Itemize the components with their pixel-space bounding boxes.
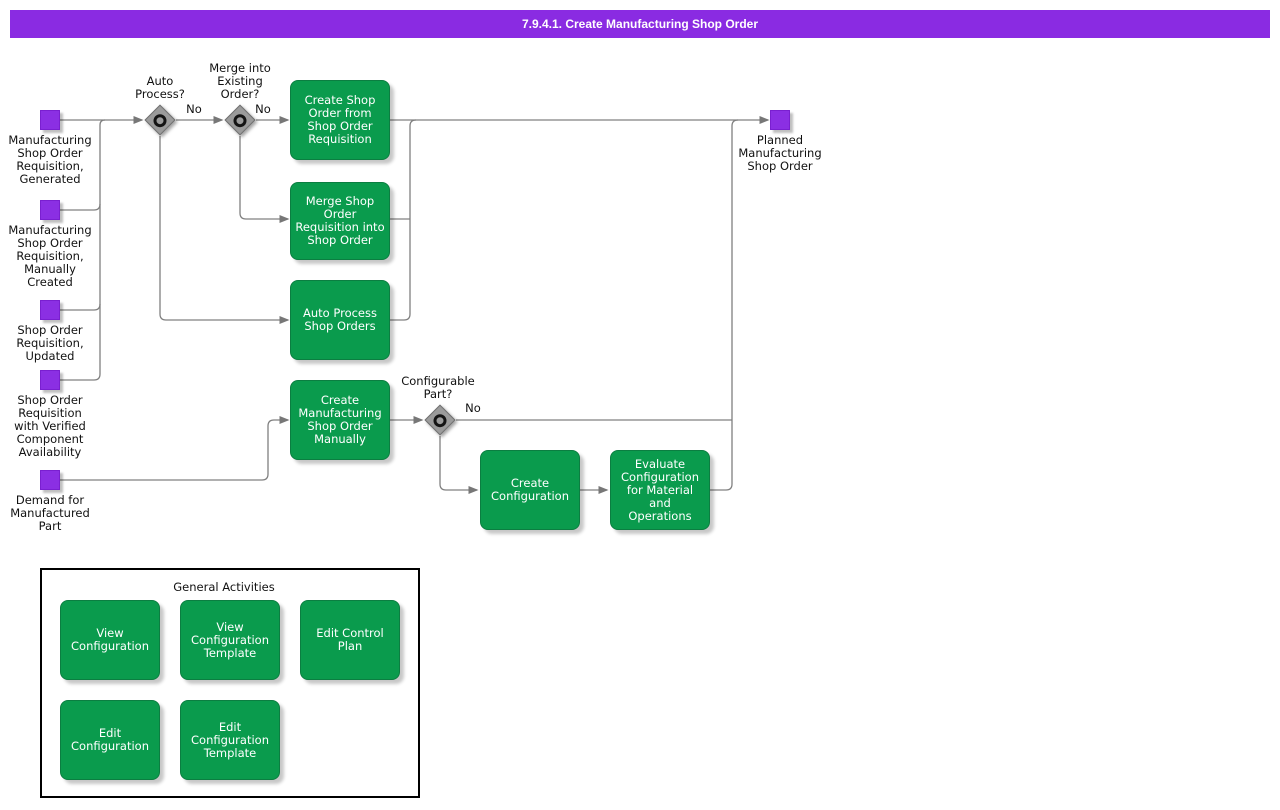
activity-label: Create Manufacturing Shop Order Manually — [298, 393, 382, 446]
connector-event2-join — [60, 203, 101, 211]
event-mfg-shop-order-requisition-generated-label: Manufacturing Shop Order Requisition, Ge… — [8, 133, 92, 186]
activity-create-configuration[interactable]: Create Configuration — [480, 450, 580, 530]
gateway-circle-icon — [150, 110, 170, 130]
gateway-merge-shape — [224, 104, 256, 136]
gateway-configurable-part-label: Configurable Part? — [401, 374, 475, 401]
activity-view-configuration-template[interactable]: View Configuration Template — [180, 600, 280, 680]
event-planned-manufacturing-shop-order[interactable] — [770, 110, 790, 130]
activity-view-configuration[interactable]: View Configuration — [60, 600, 160, 680]
activity-label: Evaluate Configuration for Material and … — [621, 456, 699, 523]
gateway-circle-icon — [230, 110, 250, 130]
gateway-auto-process — [144, 104, 176, 136]
activity-label: View Configuration Template — [191, 619, 269, 660]
event-demand-for-manufactured-part-label: Demand for Manufactured Part — [10, 493, 90, 533]
activity-label: Edit Configuration — [71, 726, 149, 753]
event-demand-for-manufactured-part[interactable] — [40, 470, 60, 490]
activity-create-mfg-shop-order-manually[interactable]: Create Manufacturing Shop Order Manually — [290, 380, 390, 460]
activity-evaluate-configuration[interactable]: Evaluate Configuration for Material and … — [610, 450, 710, 530]
gateway-configurable-part — [424, 404, 456, 436]
gateway-merge-into-existing-order-label: Merge into Existing Order? — [209, 61, 271, 101]
event-shop-order-requisition-updated[interactable] — [40, 300, 60, 320]
connector-gateway3-to-create-configuration — [439, 436, 479, 494]
activity-auto-process-shop-orders[interactable]: Auto Process Shop Orders — [290, 280, 390, 360]
gateway-configurable-part-shape — [424, 404, 456, 436]
activity-create-shop-order-from-requisition[interactable]: Create Shop Order from Shop Order Requis… — [290, 80, 390, 160]
activity-label: Auto Process Shop Orders — [303, 306, 377, 333]
gateway-auto-process-label: Auto Process? — [135, 74, 185, 101]
connector-event4-join — [60, 373, 101, 381]
gateway-auto-process-no-label: No — [186, 102, 202, 116]
activity-label: View Configuration — [71, 626, 149, 653]
diagram-title: 7.9.4.1. Create Manufacturing Shop Order — [521, 17, 759, 31]
gateway-circle-icon — [430, 410, 450, 430]
activity-edit-configuration-template[interactable]: Edit Configuration Template — [180, 700, 280, 780]
connector-auto-process-riser — [390, 119, 417, 321]
connector-evaluate-riser — [710, 119, 739, 491]
activity-label: Edit Control Plan — [316, 626, 384, 653]
gateway-merge-no-label: No — [255, 102, 271, 116]
diagram-title-bar: 7.9.4.1. Create Manufacturing Shop Order — [10, 10, 1270, 38]
gateway-configurable-part-no-label: No — [465, 401, 481, 415]
event-shop-order-requisition-verified-availability[interactable] — [40, 370, 60, 390]
general-activities-title: General Activities — [173, 580, 275, 594]
event-mfg-shop-order-requisition-manually-created-label: Manufacturing Shop Order Requisition, Ma… — [8, 223, 92, 289]
event-mfg-shop-order-requisition-manually-created[interactable] — [40, 200, 60, 220]
activity-edit-control-plan[interactable]: Edit Control Plan — [300, 600, 400, 680]
event-shop-order-requisition-verified-availability-label: Shop Order Requisition with Verified Com… — [14, 393, 86, 459]
activity-label: Edit Configuration Template — [191, 719, 269, 760]
activity-label: Merge Shop Order Requisition into Shop O… — [295, 194, 385, 247]
gateway-auto-process-shape — [144, 104, 176, 136]
gateway-merge-into-existing-order — [224, 104, 256, 136]
activity-merge-requisition-into-shop-order[interactable]: Merge Shop Order Requisition into Shop O… — [290, 182, 390, 260]
activity-label: Create Configuration — [491, 476, 569, 503]
connector-gateway1-to-auto-process — [159, 136, 290, 324]
connector-gateway2-to-merge — [239, 136, 290, 223]
event-planned-manufacturing-shop-order-label: Planned Manufacturing Shop Order — [738, 133, 822, 173]
event-shop-order-requisition-updated-label: Shop Order Requisition, Updated — [16, 323, 84, 363]
event-mfg-shop-order-requisition-generated[interactable] — [40, 110, 60, 130]
activity-edit-configuration[interactable]: Edit Configuration — [60, 700, 160, 780]
activity-label: Create Shop Order from Shop Order Requis… — [304, 93, 376, 146]
connector-event3-join — [60, 303, 101, 311]
